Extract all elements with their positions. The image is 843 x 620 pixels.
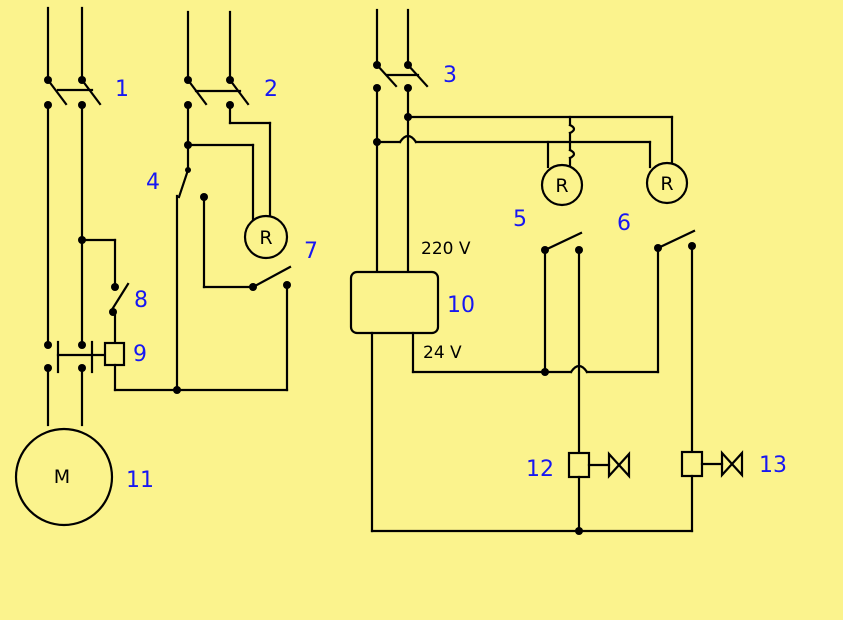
valve-circuit: R R 220 V 24 V xyxy=(349,8,744,535)
coil-9 xyxy=(103,341,126,367)
motor-11: M xyxy=(14,427,114,527)
motor-symbol: M xyxy=(54,466,70,488)
contactor-9-contacts xyxy=(44,340,106,374)
label-1: 1 xyxy=(115,77,129,102)
control-circuit: R xyxy=(175,10,292,392)
label-9: 9 xyxy=(133,342,147,367)
svg-text:R: R xyxy=(259,227,272,249)
switch-8 xyxy=(109,238,130,316)
solenoid-valve-13 xyxy=(680,450,744,533)
label-3: 3 xyxy=(443,63,457,88)
svg-text:R: R xyxy=(660,173,673,195)
label-12: 12 xyxy=(526,457,554,482)
relay-coil-1: R xyxy=(540,163,584,207)
breaker-3 xyxy=(373,8,429,92)
label-2: 2 xyxy=(264,77,278,102)
switch-7 xyxy=(249,265,292,291)
secondary-voltage-label: 24 V xyxy=(423,343,462,363)
label-6: 6 xyxy=(617,211,631,236)
component-labels: 1 2 3 4 5 6 7 8 9 10 11 12 13 xyxy=(115,63,787,493)
switch-5 xyxy=(541,231,583,374)
motor-circuit: M xyxy=(14,6,289,527)
svg-text:R: R xyxy=(555,175,568,197)
label-10: 10 xyxy=(447,293,475,318)
label-4: 4 xyxy=(146,170,160,195)
label-5: 5 xyxy=(513,207,527,232)
label-13: 13 xyxy=(759,453,787,478)
label-7: 7 xyxy=(304,239,318,264)
main-breaker-1 xyxy=(44,6,102,109)
solenoid-valve-12 xyxy=(567,451,631,533)
relay-coil-2: R xyxy=(645,161,689,205)
relay-coil-left: R xyxy=(243,214,289,260)
transformer-10 xyxy=(349,270,440,335)
label-11: 11 xyxy=(126,468,154,493)
primary-voltage-label: 220 V xyxy=(421,239,471,259)
label-8: 8 xyxy=(134,288,148,313)
breaker-2 xyxy=(184,10,250,109)
switch-6 xyxy=(654,229,696,374)
